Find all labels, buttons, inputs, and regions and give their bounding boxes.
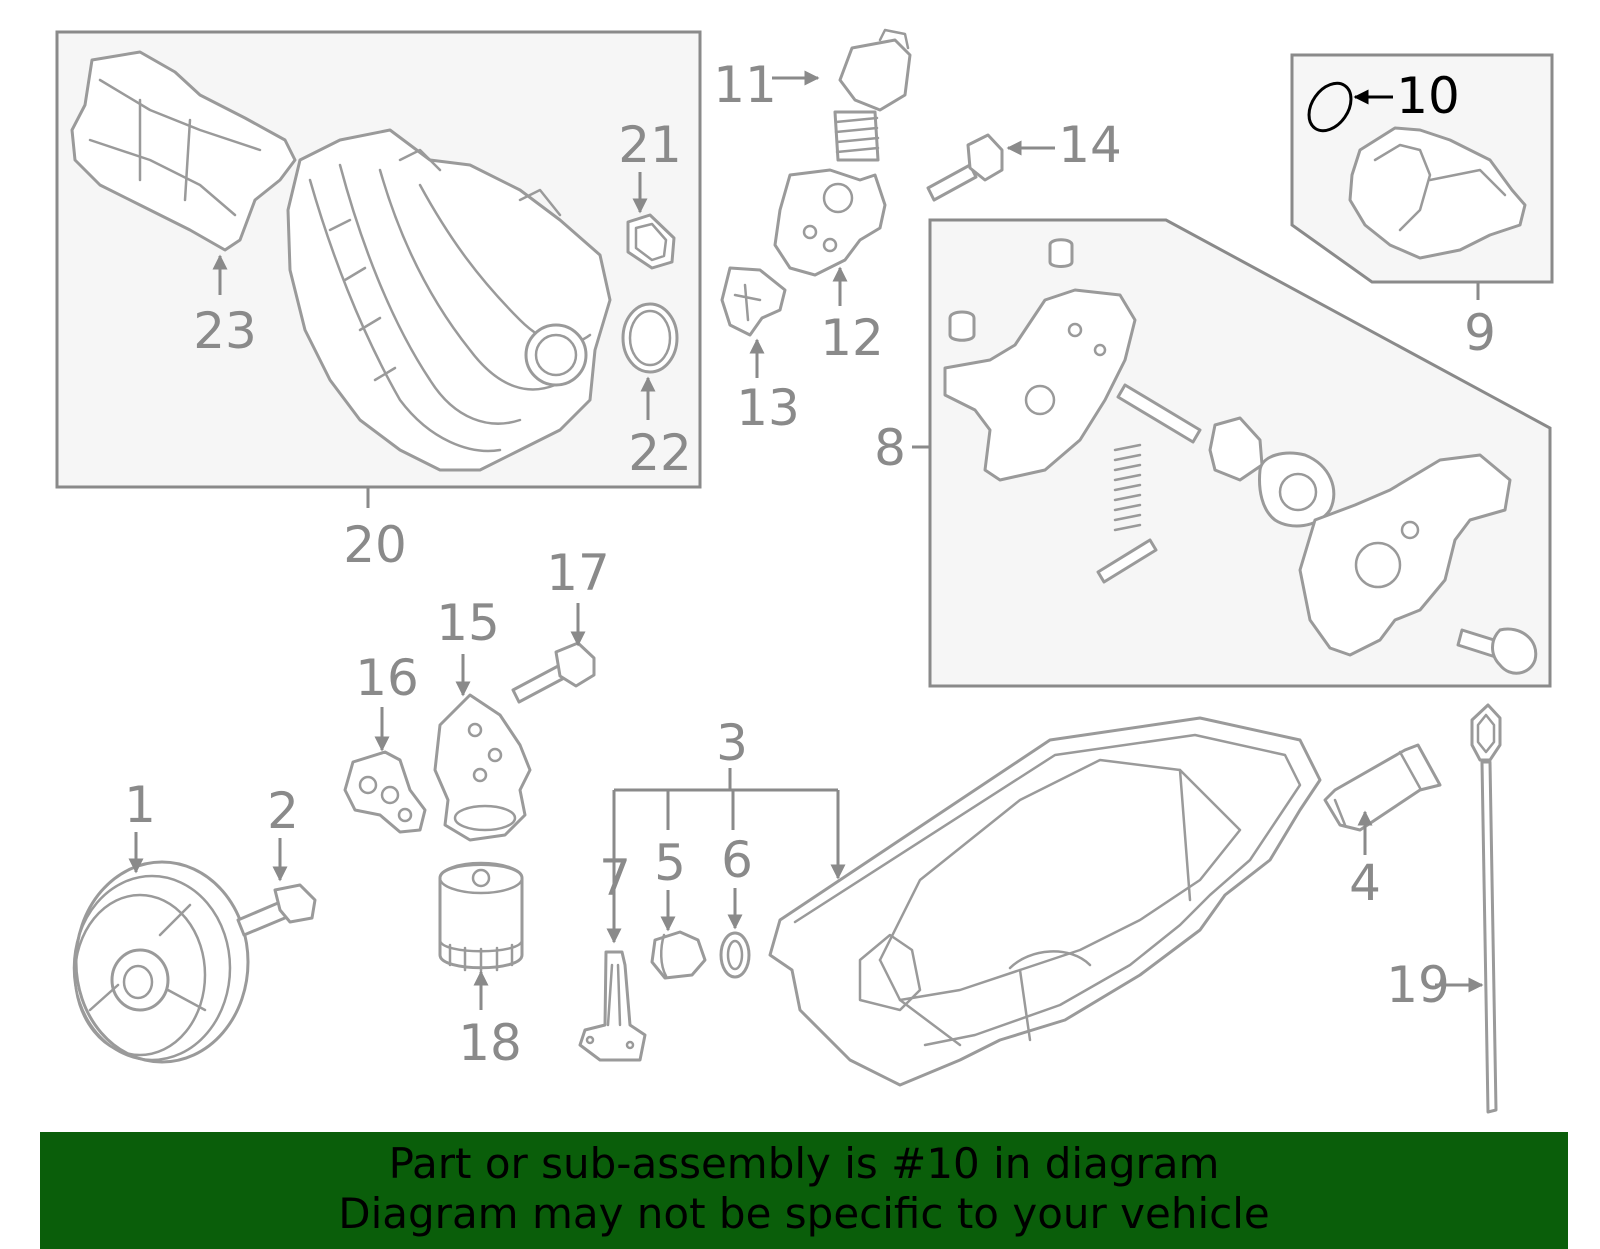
- part-9-filter-cover[interactable]: [1348, 126, 1527, 260]
- banner-line-2: Diagram may not be specific to your vehi…: [338, 1189, 1270, 1238]
- part-5-drain-plug[interactable]: [650, 930, 707, 980]
- part-1-crankshaft-pulley[interactable]: [72, 860, 250, 1064]
- callout-10: 10: [1396, 67, 1460, 125]
- part-13-gasket[interactable]: [720, 266, 787, 337]
- callout-8: 8: [874, 419, 906, 477]
- callout-16: 16: [355, 649, 419, 707]
- part-19-dipstick[interactable]: [1470, 703, 1502, 1114]
- banner-line-1: Part or sub-assembly is #10 in diagram: [388, 1139, 1220, 1188]
- part-21-gasket[interactable]: [626, 213, 676, 270]
- part-3-bracket: [606, 768, 846, 944]
- callout-23: 23: [193, 302, 257, 360]
- callout-20: 20: [343, 516, 407, 574]
- parts-diagram: 1 2 3 4 5 6 7 8 9 10 11 12 13 14 15 16 1…: [55, 28, 1554, 1114]
- callout-21: 21: [618, 116, 682, 174]
- part-16-gasket[interactable]: [343, 750, 427, 834]
- callout-1: 1: [124, 776, 156, 834]
- callout-22: 22: [628, 424, 692, 482]
- callout-5: 5: [654, 834, 686, 892]
- callout-12: 12: [820, 309, 884, 367]
- callout-6: 6: [721, 831, 753, 889]
- part-22-o-ring[interactable]: [621, 302, 679, 374]
- part-23-heat-shield[interactable]: [70, 50, 297, 252]
- callout-11: 11: [713, 56, 777, 114]
- part-12-solenoid-housing[interactable]: [773, 168, 887, 277]
- callout-3: 3: [716, 714, 748, 772]
- callout-17: 17: [546, 544, 610, 602]
- callout-19: 19: [1386, 956, 1450, 1014]
- part-3-oil-pan[interactable]: [768, 716, 1322, 1087]
- part-11-oil-control-solenoid[interactable]: [833, 28, 912, 162]
- part-4-dipstick-tube[interactable]: [1323, 743, 1442, 832]
- callout-7: 7: [599, 849, 631, 907]
- part-17-bolt[interactable]: [511, 641, 596, 704]
- part-14-bolt[interactable]: [926, 133, 1004, 202]
- callout-15: 15: [436, 594, 500, 652]
- callout-14: 14: [1058, 116, 1122, 174]
- part-15-oil-filter-housing[interactable]: [433, 693, 532, 842]
- part-2-pulley-bolt[interactable]: [236, 883, 317, 937]
- callout-9: 9: [1464, 304, 1496, 362]
- callout-2: 2: [267, 782, 299, 840]
- callout-18: 18: [458, 1014, 522, 1072]
- callout-4: 4: [1349, 854, 1381, 912]
- part-6-washer[interactable]: [719, 931, 751, 979]
- part-8-oil-pump[interactable]: [943, 238, 1538, 675]
- part-7-oil-strainer[interactable]: [578, 950, 647, 1062]
- info-banner: Part or sub-assembly is #10 in diagram D…: [40, 1132, 1568, 1249]
- part-20-intake-manifold[interactable]: [286, 128, 612, 472]
- part-10-o-ring[interactable]: [1300, 75, 1359, 138]
- part-18-oil-filter[interactable]: [438, 861, 524, 973]
- callout-13: 13: [736, 379, 800, 437]
